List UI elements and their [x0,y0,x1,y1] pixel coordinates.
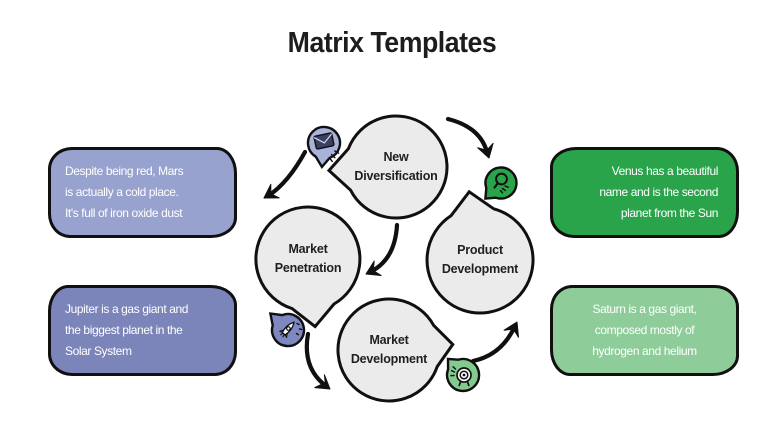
arrow-top-left [263,149,308,199]
fact-box-venus: Venus has a beautiful name and is the se… [550,147,739,238]
rocket-glyph [279,321,295,338]
node-label-new-diversification: New Diversification [354,150,438,183]
fact-box-mars: Despite being red, Mars is actually a co… [48,147,237,238]
rocket-leaf-icon [268,312,306,348]
fact-box-saturn-text: Saturn is a gas giant, composed mostly o… [592,302,697,358]
bubble-market-development [336,297,455,403]
fact-box-mars-text: Despite being red, Mars is actually a co… [65,164,184,220]
target-glyph [450,366,472,387]
target-leaf-icon [445,357,481,393]
arrow-bottom-right [470,321,519,364]
fact-box-saturn: Saturn is a gas giant, composed mostly o… [550,285,739,376]
node-label-market-development: Market Development [350,333,428,366]
bubble-product-development [425,189,535,315]
bubble-market-penetration [254,205,362,329]
bubble-new-diversification [326,114,449,220]
magnifier-leaf-icon [484,166,518,200]
page-title: Matrix Templates [287,27,497,59]
arrow-top-right [445,116,494,159]
arrow-bottom-left [304,331,331,390]
node-label-product-development: Product Development [441,243,519,276]
node-label-market-penetration: Market Penetration [274,242,342,275]
fact-box-venus-text: Venus has a beautiful name and is the se… [599,164,718,220]
magnifier-glyph [493,172,509,194]
fact-box-jupiter-text: Jupiter is a gas giant and the biggest p… [65,302,189,358]
envelope-pin-icon [306,125,342,169]
fact-box-jupiter: Jupiter is a gas giant and the biggest p… [48,285,237,376]
arrow-center [365,222,400,276]
